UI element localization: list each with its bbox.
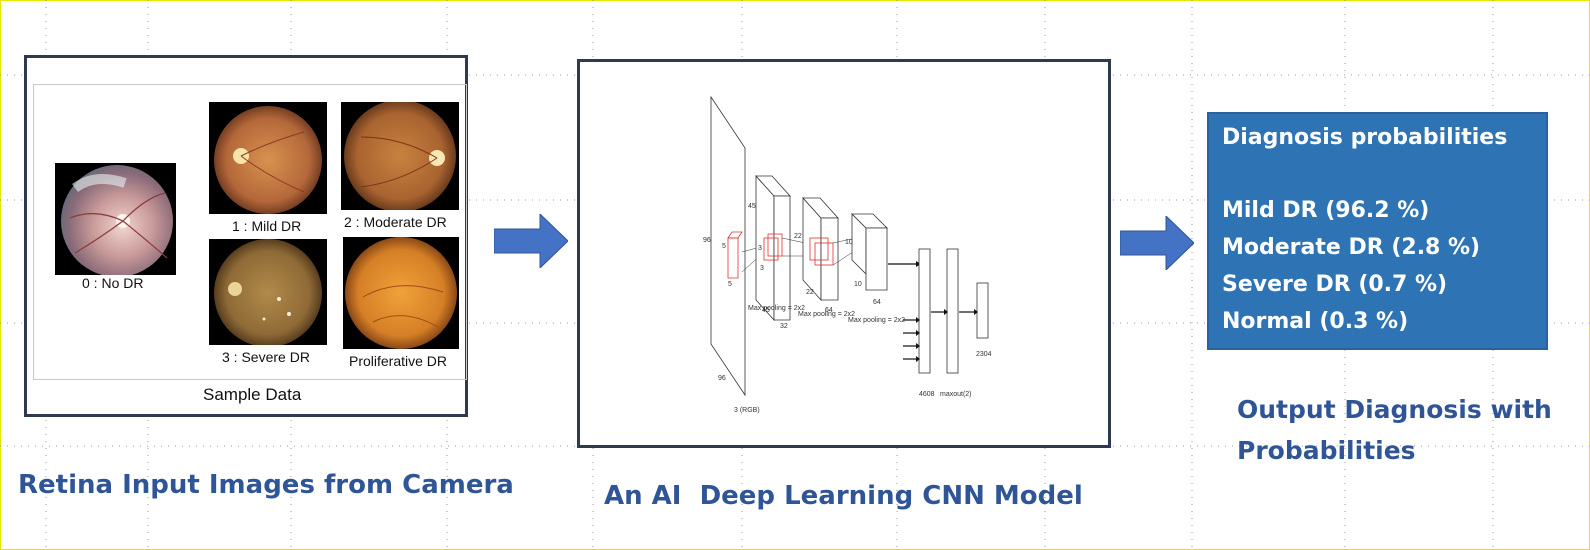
input-section-title: Retina Input Images from Camera [18,470,514,500]
probability-mild-dr: Mild DR (96.2 %) [1222,198,1430,223]
cnn-label-c1-w: 45 [762,307,770,314]
cnn-label-pool3: Max pooling = 2x2 [848,317,905,324]
cnn-model-panel [577,59,1111,448]
cnn-label-c1-d: 32 [780,323,788,330]
probability-severe-dr: Severe DR (0.7 %) [1222,272,1448,297]
arrow-right-icon [1120,216,1194,270]
cnn-fc-layer-3 [976,282,989,339]
cnn-label-fc1: 4608 [919,391,935,398]
output-caption-line2: Probabilities [1237,436,1416,465]
sample-label-severe-dr: 3 : Severe DR [222,349,310,365]
cnn-label-fc3: 2304 [976,351,992,358]
cnn-label-k2b: 3 [760,265,764,272]
model-section-title: An AI Deep Learning CNN Model [604,481,1083,511]
cnn-label-pool1: Max pooling = 2x2 [748,305,805,312]
sample-data-frame [33,84,467,380]
probabilities-box-title: Diagnosis probabilities [1222,125,1508,150]
retina-image-moderate-dr [341,102,459,210]
cnn-label-input-w: 96 [718,375,726,382]
retina-image-severe-dr [209,239,327,345]
cnn-kernel-2 [763,237,779,261]
cnn-label-input-c: 3 (RGB) [734,407,760,414]
cnn-label-k2a: 3 [758,245,762,252]
cnn-label-k1b: 5 [728,281,732,288]
sample-label-proliferative-dr: Proliferative DR [349,353,448,369]
cnn-label-c1-h: 45 [748,203,756,210]
diagnosis-probabilities-box: Diagnosis probabilities Mild DR (96.2 %)… [1207,112,1548,350]
output-caption-line1: Output Diagnosis with [1237,395,1552,424]
cnn-label-c3-h: 10 [845,239,853,246]
sample-label-mild-dr: 1 : Mild DR [232,218,302,234]
cnn-label-c2-h: 22 [794,233,802,240]
cnn-fc-layer-1 [918,248,931,374]
arrow-right-icon [494,214,568,268]
sample-data-caption: Sample Data [203,385,302,404]
cnn-label-c2-d: 64 [825,307,833,314]
cnn-label-c3-w: 10 [854,281,862,288]
cnn-label-pool1-text: Max pooling = 2x2 [748,305,805,312]
cnn-label-c3-d: 64 [873,299,881,306]
cnn-label-fc2: maxout(2) [940,391,972,398]
retina-image-proliferative-dr [343,237,459,349]
probability-normal: Normal (0.3 %) [1222,309,1409,334]
retina-image-no-dr [55,163,176,275]
cnn-label-k1a: 5 [722,243,726,250]
cnn-architecture-diagram: 96 96 3 (RGB) 5 5 45 45 32 3 3 Max pooli… [703,95,992,414]
sample-label-moderate-dr: 2 : Moderate DR [344,214,447,230]
cnn-label-c2-w: 22 [806,289,814,296]
probability-moderate-dr: Moderate DR (2.8 %) [1222,235,1481,260]
cnn-label-pool2: Max pooling = 2x2 [798,311,855,318]
cnn-fc-layer-2 [946,248,959,374]
retina-image-mild-dr [209,102,327,214]
cnn-label-input-h: 96 [703,237,711,244]
sample-label-no-dr: 0 : No DR [82,275,144,291]
